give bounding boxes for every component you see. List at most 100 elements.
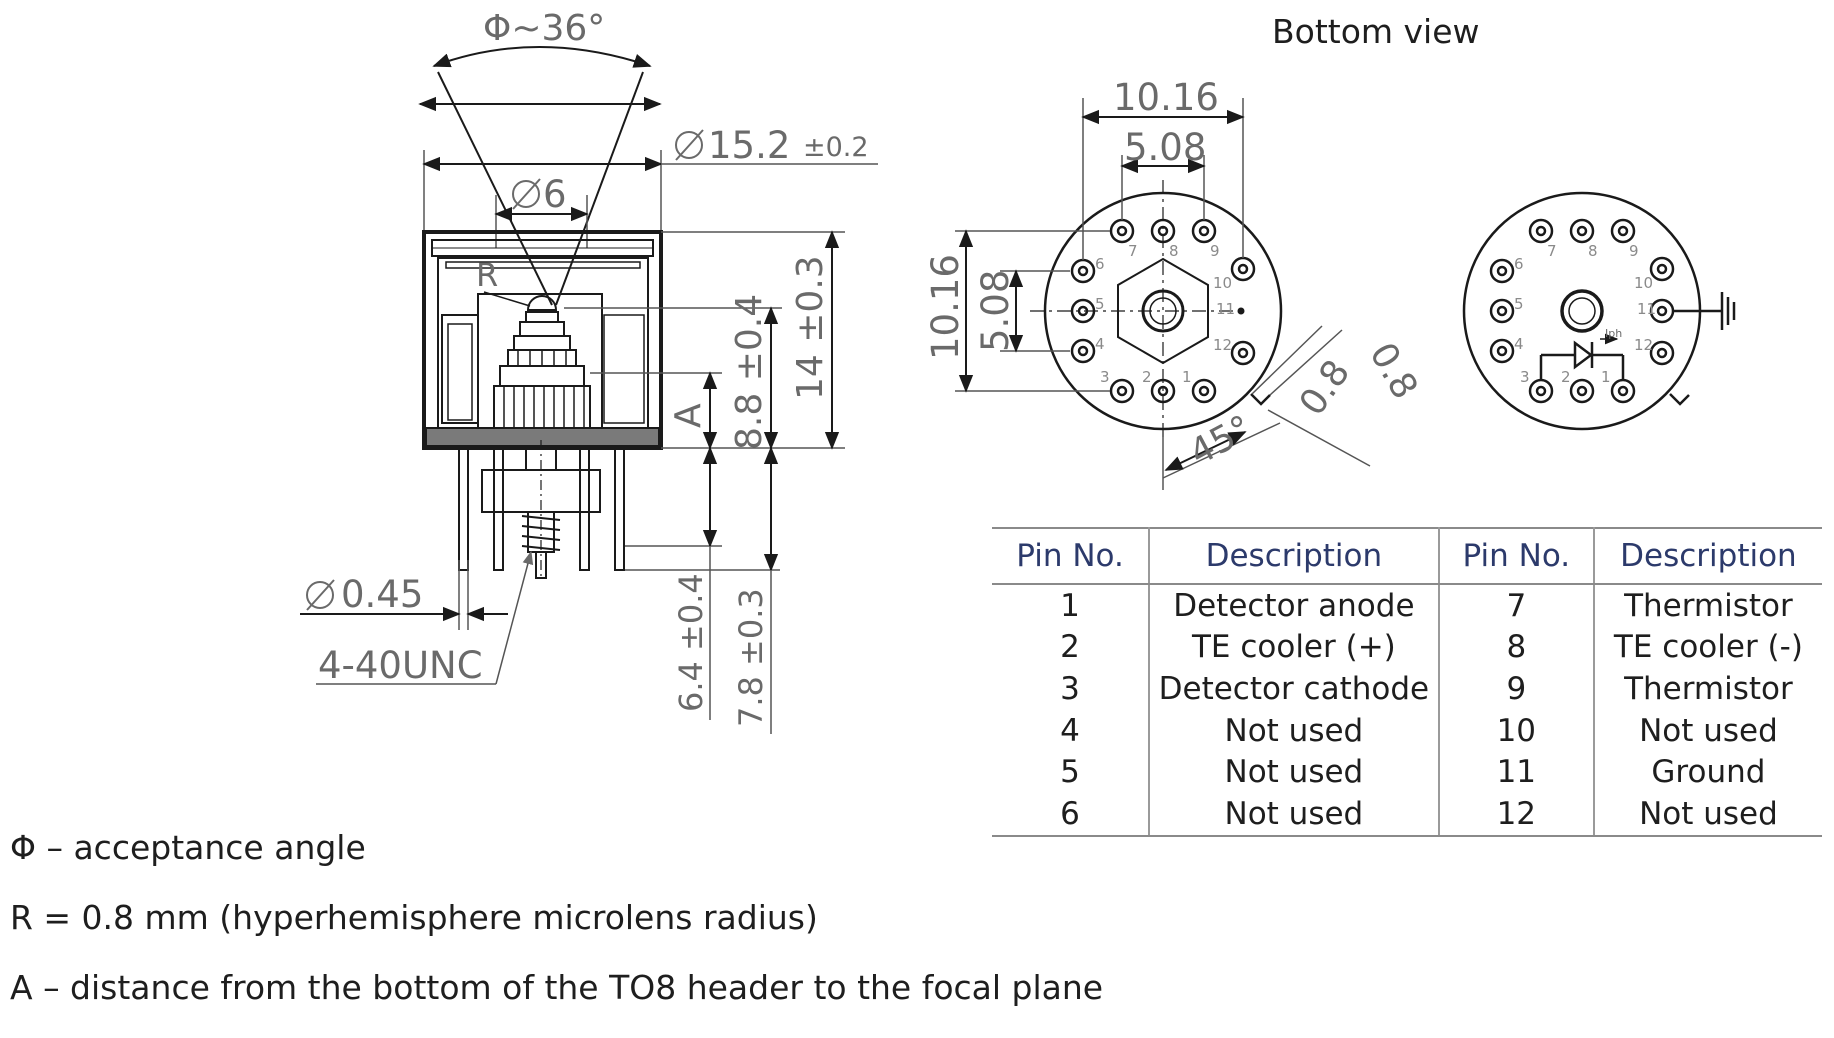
layout-pin-label-12: 12 xyxy=(1213,336,1232,354)
schematic-pin-label-12: 12 xyxy=(1634,336,1653,354)
pitch-inner-h-label: 5.08 xyxy=(1124,126,1206,169)
layout-pin-label-8: 8 xyxy=(1169,242,1179,260)
table-row: 1 Detector anode 7 Thermistor xyxy=(992,584,1822,627)
table-cell: Not used xyxy=(1149,709,1440,752)
table-cell: Not used xyxy=(1639,712,1778,749)
table-cell: 6 xyxy=(992,792,1150,837)
diameter-symbol-icon xyxy=(675,131,703,159)
layout-pin-label-10: 10 xyxy=(1213,274,1232,292)
table-cell: 1 xyxy=(992,584,1150,627)
table-cell: Thermistor xyxy=(1624,587,1793,624)
layout-pin-label-5: 5 xyxy=(1095,295,1105,313)
angle-label: Φ~36° xyxy=(483,8,605,49)
schematic-view: 1 2 3 4 5 6 7 8 9 10 11 12 Iph xyxy=(1462,191,1736,431)
focal-label: A xyxy=(668,403,709,428)
tab-angle-dim xyxy=(1164,431,1247,471)
layout-pin-label-7: 7 xyxy=(1128,242,1138,260)
schematic-pin-label-2: 2 xyxy=(1561,368,1571,386)
table-cell: Detector cathode xyxy=(1149,668,1440,710)
photodiode-icon xyxy=(1573,340,1594,370)
notes: Φ – acceptance angle R = 0.8 mm (hyperhe… xyxy=(10,828,1103,1038)
tab-height-label: 0.8 xyxy=(1361,336,1425,406)
schematic-pin-label-1: 1 xyxy=(1601,368,1611,386)
height-total-label: 14 ±0.3 xyxy=(790,255,831,400)
note-microlens-radius: R = 0.8 mm (hyperhemisphere microlens ra… xyxy=(10,898,818,937)
table-row: 2 TE cooler (+) 8 TE cooler (-) xyxy=(992,626,1822,669)
table-cell: Not used xyxy=(1593,792,1822,837)
table-cell: 2 xyxy=(992,626,1150,669)
pitch-outer-h-label: 10.16 xyxy=(1113,76,1219,119)
side-view: Φ~36° 15.2 ±0.2 6 xyxy=(300,8,878,734)
pitch-outer-v-label: 10.16 xyxy=(924,254,967,360)
table-cell: 5 xyxy=(992,751,1150,793)
schematic-pin-label-10: 10 xyxy=(1634,274,1653,292)
header-pin-no-2: Pin No. xyxy=(1438,527,1595,585)
window-diameter-label: 6 xyxy=(543,173,567,216)
pin-length-b-label: 7.8 ±0.3 xyxy=(732,588,770,727)
header-description: Description xyxy=(1149,527,1440,585)
housing xyxy=(422,230,663,450)
table-cell: TE cooler (+) xyxy=(1149,626,1440,669)
schematic-pin-label-8: 8 xyxy=(1588,242,1598,260)
table-cell: 7 xyxy=(1438,584,1595,627)
pin-diameter-label: 0.45 xyxy=(341,573,423,616)
height-focal-label: 8.8 ±0.4 xyxy=(729,294,770,450)
radius-label: R xyxy=(476,256,498,294)
table-row: 6 Not used 12 Not used xyxy=(992,792,1822,837)
layout-pin-label-4: 4 xyxy=(1095,335,1105,353)
layout-pin-label-2: 2 xyxy=(1142,368,1152,386)
schematic-pin-label-9: 9 xyxy=(1629,242,1639,260)
microlens xyxy=(526,295,558,311)
pins xyxy=(458,445,625,579)
table-cell: 12 xyxy=(1438,792,1595,837)
table-header-row: Pin No. Description Pin No. Description xyxy=(992,527,1822,585)
index-tab xyxy=(1250,393,1271,406)
table-cell: 9 xyxy=(1438,668,1595,710)
layout-pin-label-1: 1 xyxy=(1182,368,1192,386)
note-acceptance-angle: Φ – acceptance angle xyxy=(10,828,366,867)
table-row: 5 Not used 11 Ground xyxy=(992,751,1822,793)
schematic-pin-label-5: 5 xyxy=(1514,295,1524,313)
schematic-pin-label-11: 11 xyxy=(1637,300,1656,318)
header-description-2: Description xyxy=(1593,527,1822,585)
pin-length-a-label: 6.4 ±0.4 xyxy=(672,573,710,712)
thread-label: 4-40UNC xyxy=(318,644,483,687)
schematic-pin-label-3: 3 xyxy=(1520,368,1530,386)
layout-pin-label-9: 9 xyxy=(1210,242,1220,260)
schematic-disc xyxy=(1462,191,1702,431)
photocurrent-label: Iph xyxy=(1605,327,1622,340)
header-pin-no: Pin No. xyxy=(992,527,1150,585)
table-cell: Not used xyxy=(1149,792,1440,837)
angle-arc xyxy=(432,46,652,68)
table-cell: 8 xyxy=(1438,626,1595,669)
pin-layout-view: 1 2 3 4 5 6 7 8 9 10 11 12 10.16 5.08 xyxy=(924,76,1425,490)
table-row: 3 Detector cathode 9 Thermistor xyxy=(992,668,1822,710)
tab-width-label: 0.8 xyxy=(1292,353,1358,423)
layout-pin-label-3: 3 xyxy=(1100,368,1110,386)
cone-line-right xyxy=(555,71,644,306)
table-cell: TE cooler (-) xyxy=(1613,629,1803,666)
schematic-pin-label-6: 6 xyxy=(1514,255,1524,273)
table-cell: Detector anode xyxy=(1149,584,1440,627)
schematic-pin-label-7: 7 xyxy=(1547,242,1557,260)
table-cell: Ground xyxy=(1651,754,1766,791)
table-cell: 11 xyxy=(1438,751,1595,793)
table-cell: 10 xyxy=(1438,709,1595,752)
schematic-pins xyxy=(1489,218,1675,404)
layout-pin-label-6: 6 xyxy=(1095,255,1105,273)
pitch-inner-v-label: 5.08 xyxy=(974,270,1017,352)
outer-diameter-label: 15.2 xyxy=(708,124,790,167)
bottom-view-title: Bottom view xyxy=(1272,12,1480,51)
layout-pin-label-11: 11 xyxy=(1216,300,1235,318)
table-cell: 4 xyxy=(992,709,1150,752)
pin-table: Pin No. Description Pin No. Description … xyxy=(992,527,1822,837)
table-cell: 3 xyxy=(992,668,1150,710)
table-row: 4 Not used 10 Not used xyxy=(992,709,1822,752)
header-base xyxy=(425,427,660,447)
table-cell: Thermistor xyxy=(1624,670,1793,707)
note-focal-distance: A – distance from the bottom of the TO8 … xyxy=(10,968,1104,1007)
table-cell: Not used xyxy=(1149,751,1440,793)
layout-pins xyxy=(1070,218,1256,404)
schematic-pin-label-4: 4 xyxy=(1514,335,1524,353)
